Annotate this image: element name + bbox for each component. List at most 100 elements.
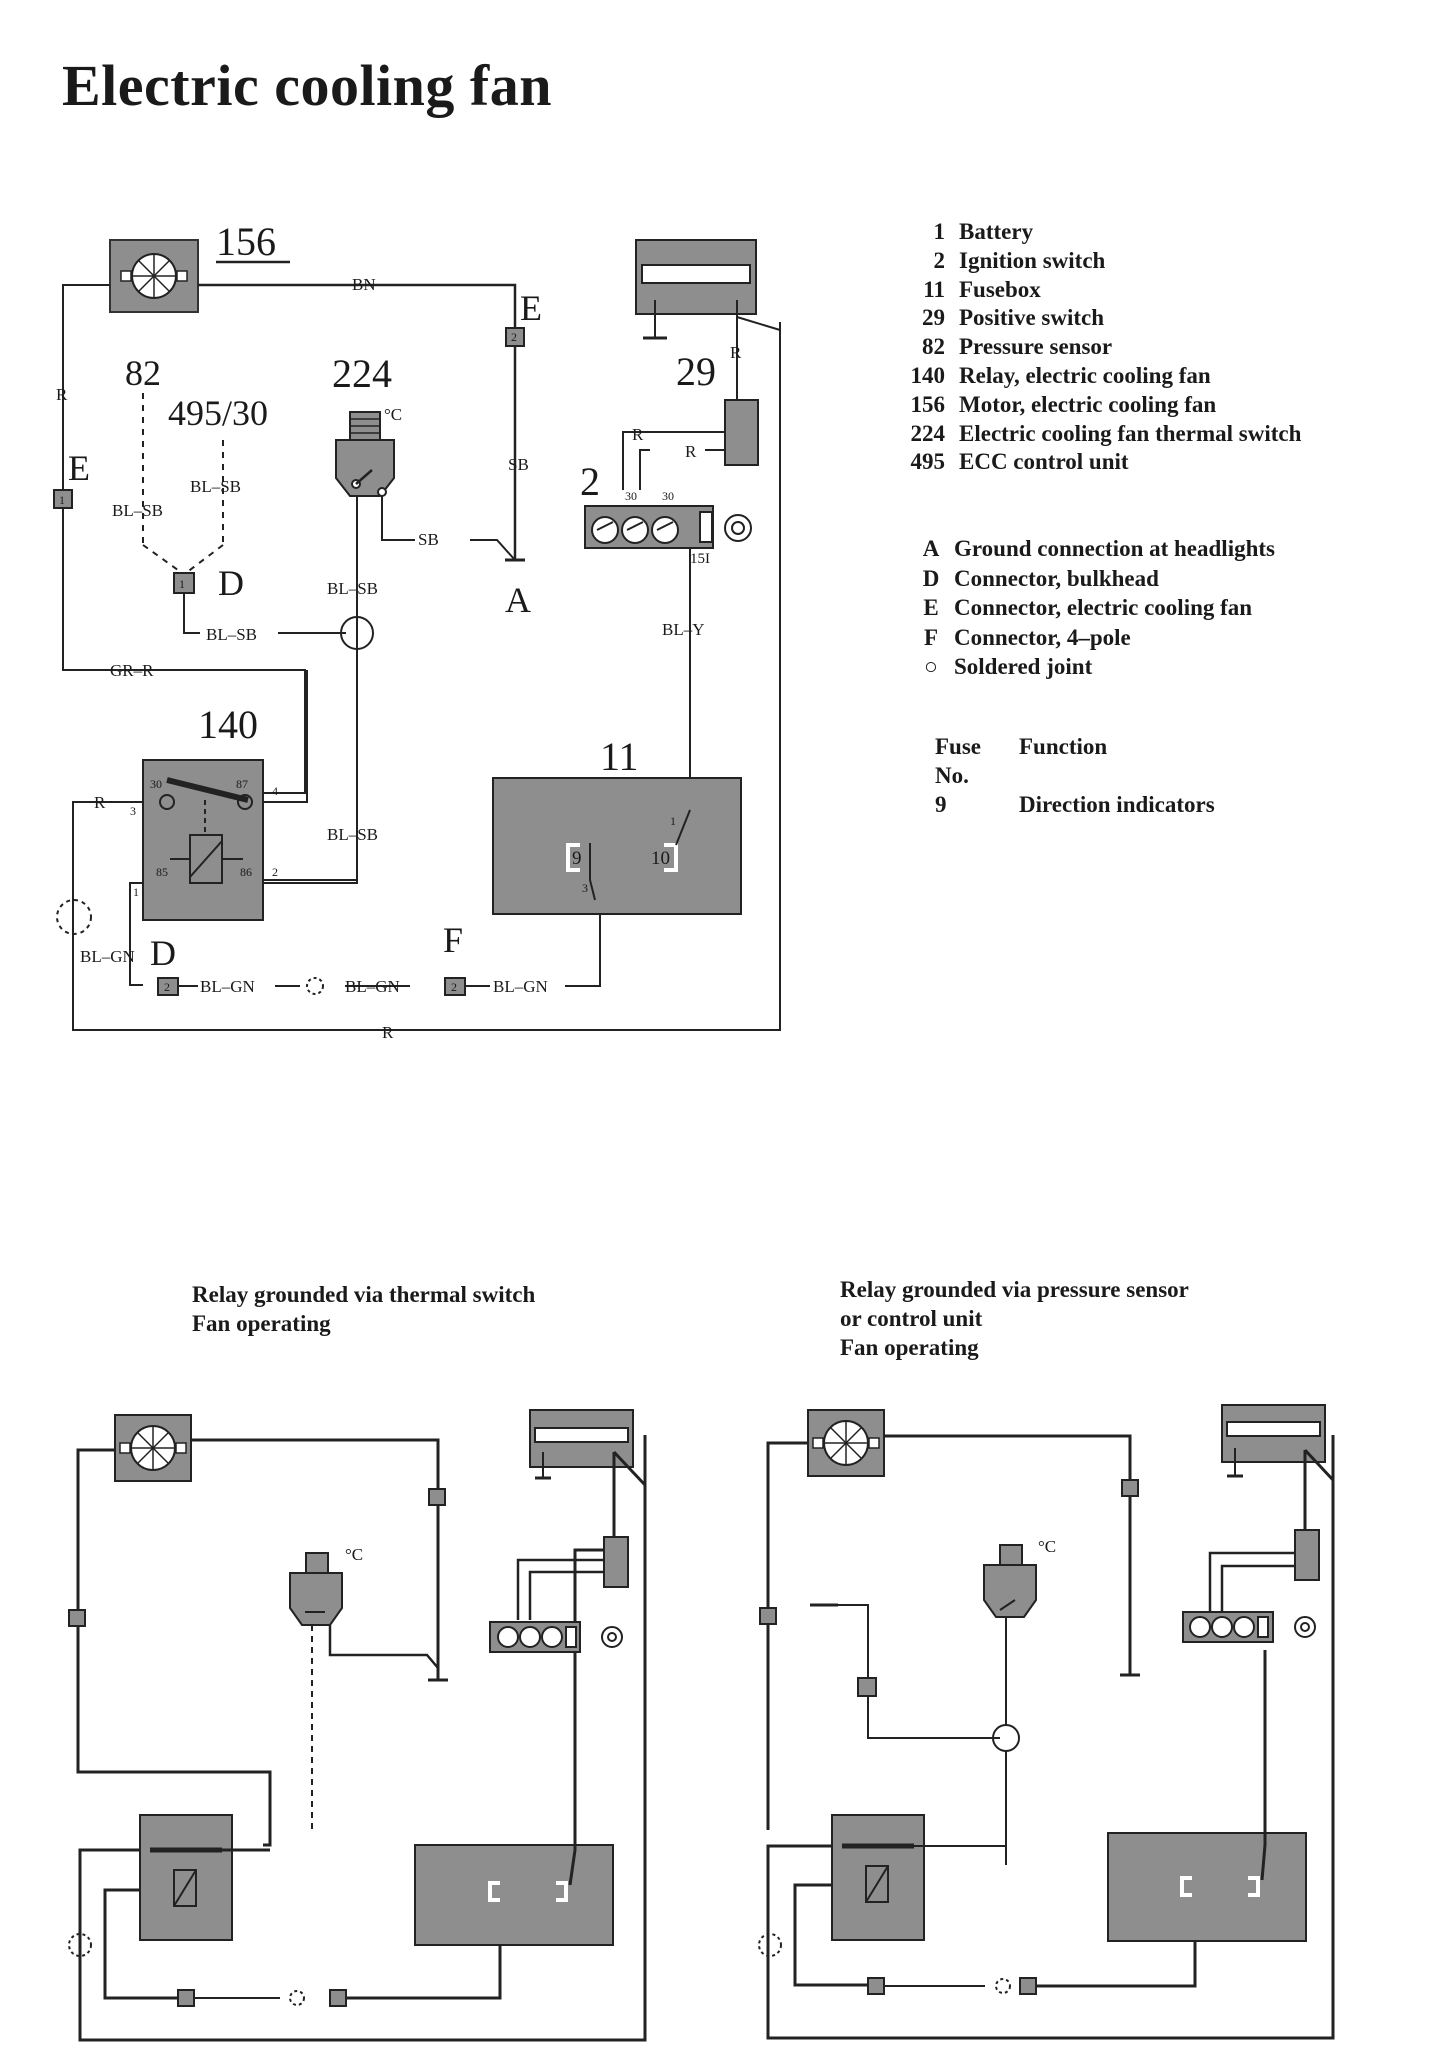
fuse-10: 10 [651, 848, 670, 869]
label-d-bottom: D [150, 933, 176, 973]
letter-key: D [922, 565, 940, 591]
wire-bl-gn-3: BL–GN [345, 977, 400, 996]
pin-30: 30 [150, 777, 162, 791]
fusebox [492, 777, 742, 915]
legend-num: 495 [910, 449, 946, 475]
conn-d-bottom-pin: 2 [164, 980, 170, 994]
legend-text: Electric cooling fan thermal switch [959, 420, 1302, 446]
wire-bl-sb-4: BL–SB [327, 579, 378, 598]
fuse-p3: 3 [582, 881, 588, 895]
wire-r-bottom: R [382, 1023, 394, 1042]
label-82: 82 [125, 353, 161, 393]
wire-bl-sb-1: BL–SB [112, 501, 163, 520]
wire-bl-gn-4: BL–GN [493, 977, 548, 996]
fuse-no-header: No. [935, 763, 969, 788]
legend-num: 224 [910, 420, 946, 446]
letter-text: Connector, electric cooling fan [954, 595, 1253, 620]
label-156: 156 [216, 219, 276, 264]
conn-d-pin: 1 [179, 577, 185, 591]
function-header: Function [1019, 734, 1108, 759]
letter-text: Ground connection at headlights [954, 536, 1275, 561]
wire-r-left: R [56, 385, 68, 404]
legend-num: 29 [922, 305, 945, 331]
main-labels: 156 82 495/30 224 29 2 140 11 E E A D D … [56, 219, 742, 1042]
label-e-left: E [68, 448, 90, 488]
legend-text: Pressure sensor [959, 334, 1113, 360]
conn-f-pin: 2 [451, 980, 457, 994]
wire-bl-y: BL–Y [662, 620, 705, 639]
legend-text: Ignition switch [959, 247, 1106, 273]
letter-text: Connector, 4–pole [954, 624, 1131, 650]
letter-key: F [923, 624, 939, 650]
label-224: 224 [332, 351, 392, 396]
caption-line: Fan operating [192, 1311, 331, 1336]
ign-30a: 30 [625, 489, 637, 503]
label-e-top: E [520, 288, 542, 328]
legend-text: Motor, electric cooling fan [959, 391, 1217, 417]
legend-num: 2 [933, 247, 946, 273]
label-f: F [443, 920, 463, 960]
wire-gr-r: GR–R [110, 661, 154, 680]
pin-3: 3 [130, 804, 136, 818]
caption-thermal: Relay grounded via thermal switch Fan op… [192, 1280, 535, 1338]
label-11: 11 [600, 734, 639, 779]
main-diagram [53, 239, 781, 1031]
wire-bl-sb-5: BL–SB [327, 825, 378, 844]
fuse-header: Fuse [935, 734, 981, 759]
caption-line: or control unit [840, 1306, 983, 1331]
label-2: 2 [580, 459, 600, 504]
label-d-top: D [218, 563, 244, 603]
wire-r-ign1: R [632, 425, 644, 444]
page-title: Electric cooling fan [62, 53, 553, 118]
legend-num: 1 [933, 219, 946, 244]
pin-87: 87 [236, 777, 248, 791]
legend-text: Positive switch [959, 305, 1105, 331]
fuse-table: Fuse Function No. 9 Direction indicators [935, 732, 1215, 819]
conn-e-left-pin: 1 [59, 493, 65, 507]
pin-1: 1 [133, 885, 139, 899]
legend-num: 140 [910, 362, 946, 388]
legend-text: Fusebox [959, 276, 1041, 302]
wire-r-ign2: R [685, 442, 697, 461]
temp-symbol-right: °C [1038, 1537, 1056, 1556]
label-140: 140 [198, 702, 258, 747]
letter-text: Soldered joint [954, 654, 1093, 679]
legend-text: ECC control unit [959, 449, 1129, 475]
label-495: 495/30 [168, 393, 268, 433]
fuse-p1: 1 [670, 814, 676, 828]
legend-num: 156 [910, 391, 946, 417]
ign-30b: 30 [662, 489, 674, 503]
fuse-9: 9 [572, 848, 582, 869]
letter-key: A [922, 536, 940, 561]
wire-sb-h: SB [418, 530, 439, 549]
caption-line: Relay grounded via pressure sensor [840, 1277, 1189, 1302]
fuse-no: 9 [935, 792, 947, 817]
component-legend: 1 Battery 2 Ignition switch 11 Fusebox 29 Po… [890, 218, 1302, 477]
wire-bl-gn-1: BL–GN [80, 947, 135, 966]
wire-bn: BN [352, 275, 376, 294]
letter-key: E [923, 595, 939, 620]
pin-2: 2 [272, 865, 278, 879]
letter-key: ○ [924, 654, 938, 679]
caption-line: Relay grounded via thermal switch [192, 1282, 536, 1307]
temp-symbol: °C [384, 405, 402, 424]
letter-text: Connector, bulkhead [954, 565, 1159, 591]
pin-85: 85 [156, 865, 168, 879]
fuse-function: Direction indicators [1019, 792, 1215, 817]
wire-r-relay: R [94, 793, 106, 812]
legend-text: Battery [959, 219, 1034, 244]
pin-86: 86 [240, 865, 252, 879]
ign-15i: 15I [690, 551, 710, 567]
wire-bl-sb-2: BL–SB [190, 477, 241, 496]
label-a: A [505, 580, 531, 620]
wire-sb-v: SB [508, 455, 529, 474]
label-29: 29 [676, 349, 716, 394]
legend-text: Relay, electric cooling fan [959, 362, 1211, 388]
caption-pressure: Relay grounded via pressure sensor or co… [840, 1275, 1189, 1362]
wire-r-top-right: R [730, 343, 742, 362]
connection-legend: A Ground connection at headlights D Connec… [920, 534, 1275, 682]
legend-num: 11 [923, 276, 945, 302]
wire-bl-gn-2: BL–GN [200, 977, 255, 996]
caption-line: Fan operating [840, 1335, 979, 1360]
sub-diagram-pressure: °C [758, 1404, 1335, 2040]
